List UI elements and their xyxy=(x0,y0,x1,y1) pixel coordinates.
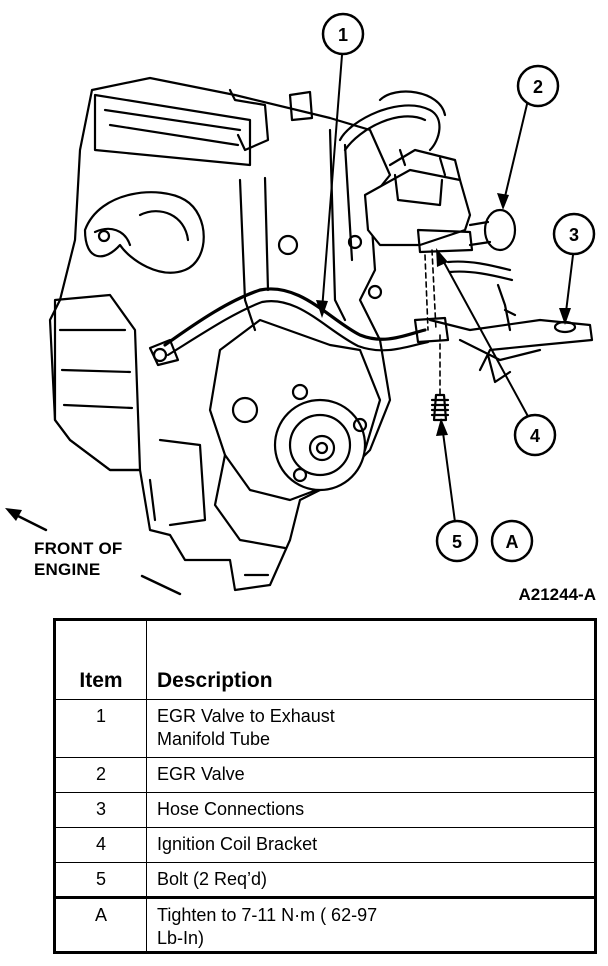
callout-4-label: 4 xyxy=(530,426,540,446)
row-description: Hose Connections xyxy=(146,792,595,828)
header-description: Description xyxy=(146,620,595,700)
legend-row: 1 EGR Valve to Exhaust Manifold Tube xyxy=(55,699,595,758)
legend-row: 5 Bolt (2 Req’d) xyxy=(55,862,595,898)
row-item: 4 xyxy=(55,827,147,863)
front-label-line1: FRONT OF xyxy=(34,539,123,558)
row-item: 1 xyxy=(55,699,147,758)
row-description-line1: Tighten to 7-11 N·m ( 62-97 xyxy=(157,905,378,925)
row-item: 2 xyxy=(55,757,147,793)
row-description: Bolt (2 Req’d) xyxy=(146,862,595,898)
callout-a-label: A xyxy=(506,532,519,552)
row-item: 5 xyxy=(55,862,147,898)
row-description-line2: Manifold Tube xyxy=(157,729,271,749)
row-item: 3 xyxy=(55,792,147,828)
row-description-line2: Lb-In) xyxy=(157,928,205,948)
callout-circles xyxy=(321,12,596,563)
row-description: EGR Valve to Exhaust Manifold Tube xyxy=(146,699,595,758)
front-label-line2: ENGINE xyxy=(34,560,101,579)
figure-id: A21244-A xyxy=(518,585,597,604)
legend-table: Item Description 1 EGR Valve to Exhaust … xyxy=(53,618,597,954)
engine-block xyxy=(48,76,594,592)
row-description: Tighten to 7-11 N·m ( 62-97 Lb-In) xyxy=(146,896,595,952)
callout-2-label: 2 xyxy=(533,77,543,97)
row-description: EGR Valve xyxy=(146,757,595,793)
row-description-line1: EGR Valve to Exhaust xyxy=(157,706,335,726)
row-item: A xyxy=(55,896,147,952)
row-description: Ignition Coil Bracket xyxy=(146,827,595,863)
front-of-engine-label: FRONT OF ENGINE xyxy=(34,538,122,580)
legend-row: 4 Ignition Coil Bracket xyxy=(55,827,595,863)
legend-row: 2 EGR Valve xyxy=(55,757,595,793)
callout-leaders xyxy=(321,54,574,523)
callout-1-label: 1 xyxy=(338,25,348,45)
legend-row: A Tighten to 7-11 N·m ( 62-97 Lb-In) xyxy=(55,896,595,952)
callout-3-label: 3 xyxy=(569,225,579,245)
engine-diagram: 1 2 3 4 5 A xyxy=(5,12,596,596)
legend-header-row: Item Description xyxy=(55,620,595,700)
legend-row: 3 Hose Connections xyxy=(55,792,595,828)
header-item: Item xyxy=(55,620,147,700)
callout-5-label: 5 xyxy=(452,532,462,552)
